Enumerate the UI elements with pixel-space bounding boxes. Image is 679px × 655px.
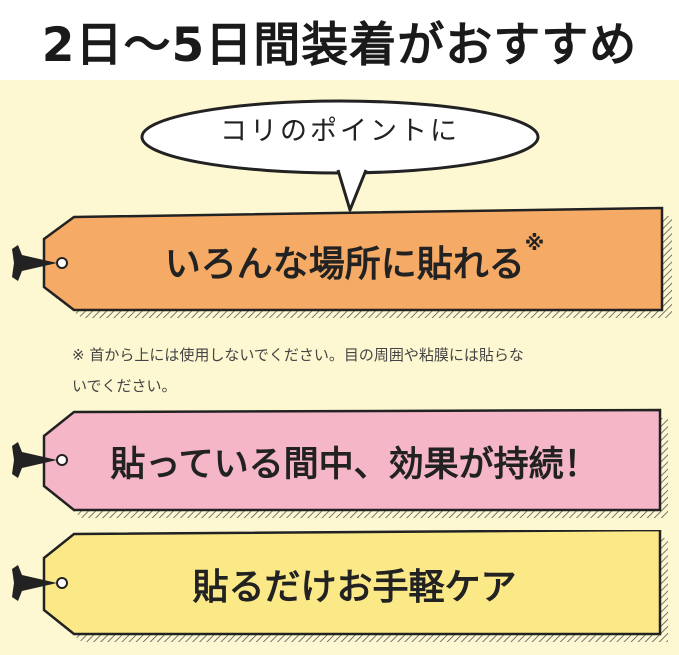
speech-bubble: [140, 99, 540, 212]
usage-note: ※ 首から上には使用しないでください。目の周囲や粘膜には貼らな いでください。: [72, 340, 672, 402]
tag-lasting: 貼っている間中、効果が持続！: [0, 408, 679, 520]
tag-places-mark: ※: [524, 231, 545, 255]
tag-easy: 貼るだけお手軽ケア: [0, 530, 679, 645]
bubble-text: コリのポイントに: [220, 116, 460, 147]
usage-note-line2: いでください。: [72, 377, 177, 395]
tag-lasting-shape: [12, 408, 668, 518]
tag-places: いろんな場所に貼れる※: [0, 205, 679, 325]
usage-note-line1: ※ 首から上には使用しないでください。目の周囲や粘膜には貼らな: [72, 346, 524, 364]
tag-lasting-label: 貼っている間中、効果が持続！: [110, 445, 599, 485]
page-header: 2日〜5日間装着がおすすめ: [0, 0, 679, 80]
tag-easy-label: 貼るだけお手軽ケア: [192, 567, 517, 608]
tag-places-label: いろんな場所に貼れる※: [50, 231, 659, 287]
tag-places-shape: [12, 206, 672, 318]
tag-easy-shape: [12, 530, 668, 642]
tag-places-text: いろんな場所に貼れる: [164, 244, 525, 285]
page-title: 2日〜5日間装着がおすすめ: [41, 17, 638, 73]
